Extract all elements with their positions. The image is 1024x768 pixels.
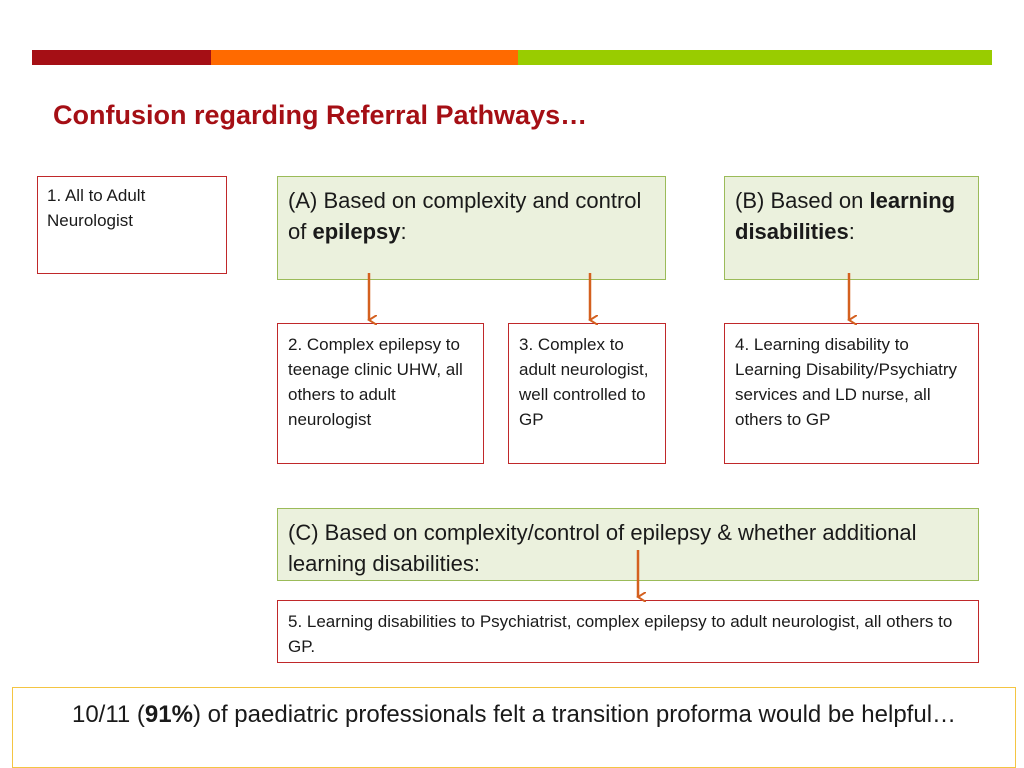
header-bar-red bbox=[32, 50, 211, 65]
header-bar-orange bbox=[211, 50, 518, 65]
pathway-box-3: 3. Complex to adult neurologist, well co… bbox=[508, 323, 666, 464]
pathway-box-5: 5. Learning disabilities to Psychiatrist… bbox=[277, 600, 979, 663]
criteria-box-c-text: (C) Based on complexity/control of epile… bbox=[288, 520, 917, 576]
summary-note: 10/11 (91%) of paediatric professionals … bbox=[12, 687, 1016, 768]
header-bar-green bbox=[518, 50, 992, 65]
summary-note-prefix: 10/11 ( bbox=[71, 701, 145, 728]
criteria-box-c: (C) Based on complexity/control of epile… bbox=[277, 508, 979, 581]
pathway-box-4-text: 4. Learning disability to Learning Disab… bbox=[735, 335, 958, 429]
criteria-box-a-suffix: : bbox=[400, 219, 407, 244]
summary-note-suffix: ) of paediatric professionals felt a tra… bbox=[192, 701, 957, 728]
pathway-box-5-text: 5. Learning disabilities to Psychiatrist… bbox=[288, 612, 953, 656]
pathway-box-1: 1. All to Adult Neurologist bbox=[37, 176, 227, 274]
pathway-box-3-text: 3. Complex to adult neurologist, well co… bbox=[519, 335, 649, 429]
pathway-box-2: 2. Complex epilepsy to teenage clinic UH… bbox=[277, 323, 484, 464]
pathway-box-1-text: 1. All to Adult Neurologist bbox=[47, 186, 146, 230]
criteria-box-b-prefix: (B) Based on bbox=[735, 188, 870, 213]
pathway-box-4: 4. Learning disability to Learning Disab… bbox=[724, 323, 979, 464]
criteria-box-a-keyword: epilepsy bbox=[312, 219, 401, 244]
criteria-box-a: (A) Based on complexity and control of e… bbox=[277, 176, 666, 280]
pathway-box-2-text: 2. Complex epilepsy to teenage clinic UH… bbox=[288, 335, 463, 429]
criteria-box-b: (B) Based on learning disabilities: bbox=[724, 176, 979, 280]
summary-note-percent: 91% bbox=[144, 701, 193, 728]
criteria-box-b-suffix: : bbox=[848, 219, 855, 244]
page-title: Confusion regarding Referral Pathways… bbox=[53, 100, 588, 130]
criteria-box-b-keyword: learning disabilities bbox=[735, 188, 956, 244]
criteria-box-a-prefix: (A) Based on complexity and control of bbox=[288, 188, 642, 244]
